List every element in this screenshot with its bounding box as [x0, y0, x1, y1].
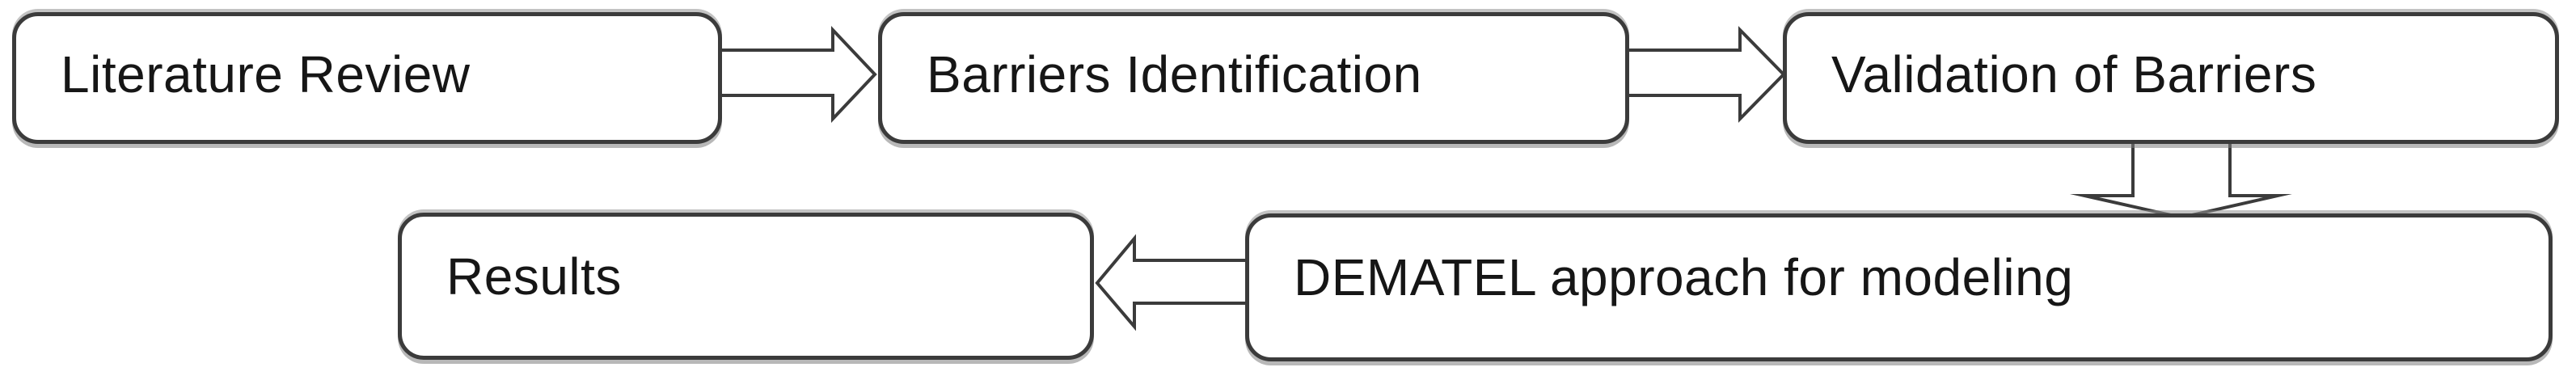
flow-box-barriers-identification-label: Barriers Identification — [927, 45, 1422, 104]
arrow-right-icon — [1624, 26, 1786, 123]
arrow-down-icon — [2070, 137, 2292, 220]
flow-box-literature-review: Literature Review — [12, 12, 722, 144]
flow-box-barriers-identification: Barriers Identification — [878, 12, 1629, 144]
flow-box-literature-review-label: Literature Review — [61, 45, 471, 104]
flow-box-results-label: Results — [446, 247, 622, 306]
flow-box-dematel-approach: DEMATEL approach for modeling — [1245, 213, 2553, 361]
flow-box-dematel-approach-label: DEMATEL approach for modeling — [1294, 248, 2074, 307]
flow-box-results: Results — [398, 213, 1094, 360]
arrow-right-icon — [716, 25, 877, 124]
arrow-left-icon — [1095, 234, 1251, 331]
flow-box-validation-of-barriers-label: Validation of Barriers — [1831, 45, 2317, 104]
flow-box-validation-of-barriers: Validation of Barriers — [1783, 12, 2559, 144]
